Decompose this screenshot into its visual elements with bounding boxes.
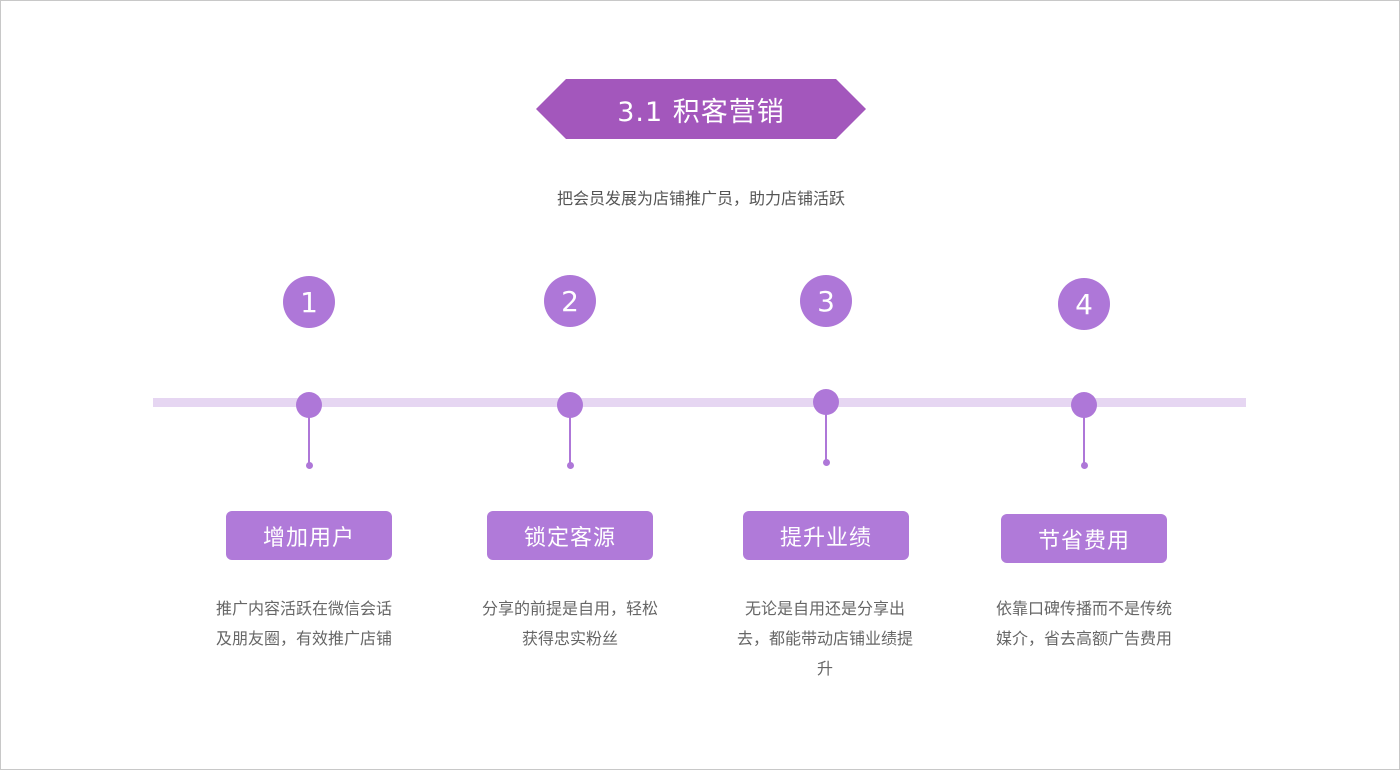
timeline-stem-end-1 xyxy=(305,462,313,469)
step-number-1: 1 xyxy=(283,276,335,328)
page-subtitle: 把会员发展为店铺推广员，助力店铺活跃 xyxy=(556,189,845,208)
step-description-1: 推广内容活跃在微信会话及朋友圈，有效推广店铺 xyxy=(215,599,392,648)
page-title: 3.1 积客营销 xyxy=(617,96,785,128)
timeline-stem-4 xyxy=(1083,417,1085,465)
title-banner-shape xyxy=(536,79,866,139)
timeline-stem-1 xyxy=(308,417,310,465)
timeline-stem-end-4 xyxy=(1080,462,1088,469)
timeline-node-3 xyxy=(813,389,839,415)
timeline-stem-2 xyxy=(569,417,571,465)
timeline-track xyxy=(153,398,1246,407)
step-label-3: 提升业绩 xyxy=(743,511,909,560)
step-label-2: 锁定客源 xyxy=(487,511,653,560)
timeline-node-2 xyxy=(557,392,583,418)
step-description-3: 无论是自用还是分享出去，都能带动店铺业绩提升 xyxy=(736,599,913,678)
step-number-2: 2 xyxy=(544,275,596,327)
timeline-node-4 xyxy=(1071,392,1097,418)
step-description-2: 分享的前提是自用，轻松获得忠实粉丝 xyxy=(481,599,658,648)
step-description-4: 依靠口碑传播而不是传统媒介，省去高额广告费用 xyxy=(995,599,1172,648)
timeline-stem-end-2 xyxy=(566,462,574,469)
timeline-stem-3 xyxy=(825,414,827,462)
step-label-1: 增加用户 xyxy=(226,511,392,560)
step-label-4: 节省费用 xyxy=(1001,514,1167,563)
timeline-node-1 xyxy=(296,392,322,418)
timeline-stem-end-3 xyxy=(822,459,830,466)
title-banner: 3.1 积客营销 xyxy=(536,79,866,139)
step-number-4: 4 xyxy=(1058,278,1110,330)
step-number-3: 3 xyxy=(800,275,852,327)
